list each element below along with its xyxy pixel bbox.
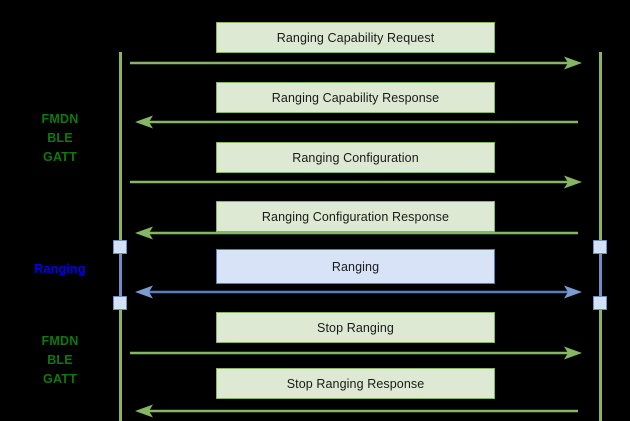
phase-label-ranging: Ranging: [20, 260, 100, 279]
message-label: Ranging Capability Response: [271, 90, 440, 105]
phase-label-line: GATT: [43, 150, 77, 164]
message-arrow-bidirectional: [135, 285, 582, 299]
message-label: Ranging Capability Request: [276, 30, 435, 45]
message-arrow-left: [135, 404, 578, 418]
message-box-stop-ranging[interactable]: Stop Ranging: [216, 312, 495, 343]
right-lifeline: [599, 52, 602, 421]
phase-label-line: FMDN: [41, 112, 79, 126]
message-box-ranging[interactable]: Ranging: [216, 249, 495, 284]
phase-label-line: BLE: [47, 353, 73, 367]
message-arrow-right: [130, 175, 582, 189]
message-arrow-right: [130, 346, 582, 360]
message-label: Ranging: [331, 259, 380, 274]
activation-right-top[interactable]: [593, 240, 607, 254]
message-arrow-right: [130, 56, 582, 70]
activation-right-bottom[interactable]: [593, 296, 607, 310]
message-label: Ranging Configuration Response: [261, 209, 450, 224]
phase-label-fmdn-ble-gatt-top: FMDN BLE GATT: [20, 110, 100, 167]
message-box-ranging-configuration-response[interactable]: Ranging Configuration Response: [216, 201, 495, 232]
phase-label-fmdn-ble-gatt-bottom: FMDN BLE GATT: [20, 332, 100, 389]
message-label: Stop Ranging Response: [286, 376, 425, 391]
message-arrow-left: [135, 115, 578, 129]
message-box-ranging-capability-request[interactable]: Ranging Capability Request: [216, 22, 495, 53]
phase-label-line: Ranging: [34, 262, 86, 276]
activation-left-bottom[interactable]: [113, 296, 127, 310]
phase-label-line: BLE: [47, 131, 73, 145]
message-label: Ranging Configuration: [292, 150, 419, 165]
message-arrow-left: [135, 226, 578, 240]
message-box-ranging-capability-response[interactable]: Ranging Capability Response: [216, 82, 495, 113]
phase-label-line: GATT: [43, 372, 77, 386]
message-box-ranging-configuration[interactable]: Ranging Configuration: [216, 142, 495, 173]
activation-left-top[interactable]: [113, 240, 127, 254]
message-label: Stop Ranging: [317, 320, 394, 335]
message-box-stop-ranging-response[interactable]: Stop Ranging Response: [216, 368, 495, 399]
right-activation-bar: [599, 247, 602, 303]
left-lifeline: [119, 52, 122, 421]
left-activation-bar: [119, 247, 122, 303]
phase-label-line: FMDN: [41, 334, 79, 348]
